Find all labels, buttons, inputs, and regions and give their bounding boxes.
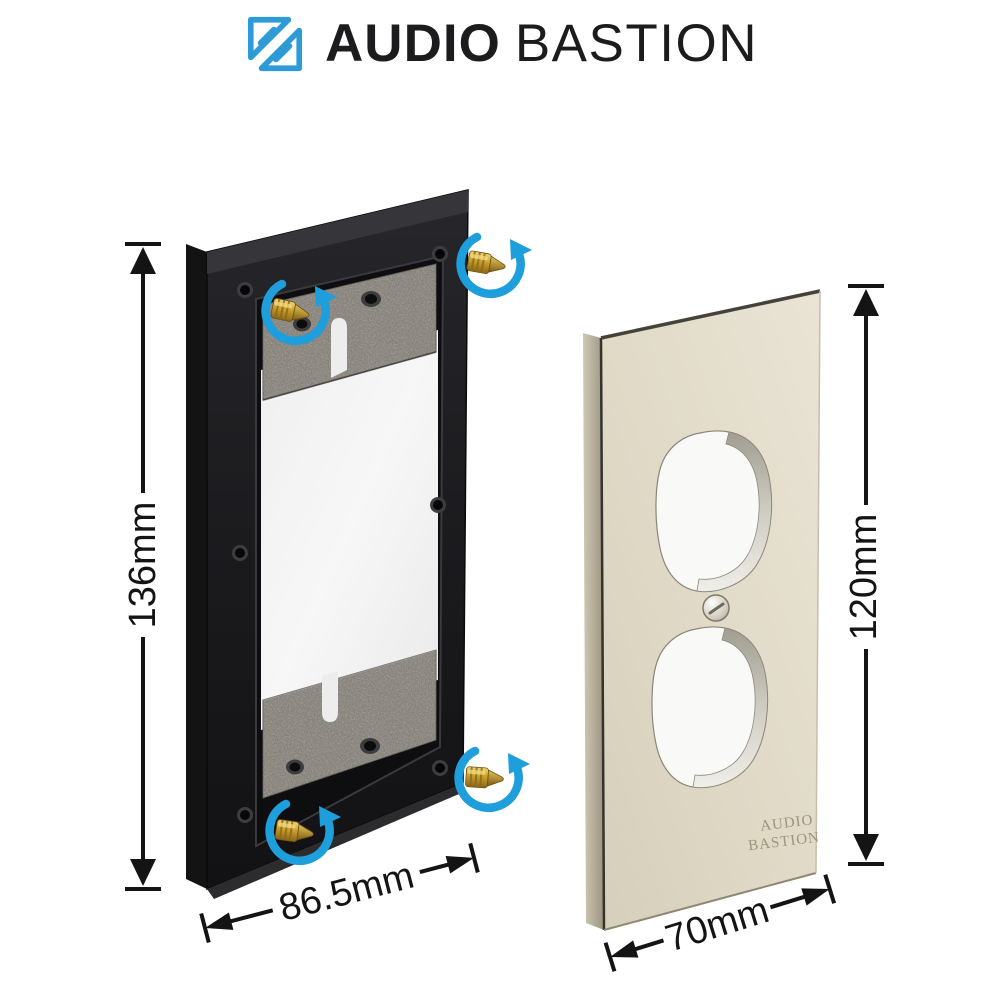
- brand-word-audio: AUDIO: [325, 13, 501, 73]
- frame-height-label: 136mm: [122, 502, 164, 629]
- screw-with-rotation-arrow-bottom-left: [265, 799, 341, 865]
- frame-width-label: 86.5mm: [275, 855, 418, 930]
- foam-screw-hole: [286, 759, 304, 775]
- cutout-nickel-bevel: [692, 627, 768, 788]
- duplex-cutout-bottom: [651, 626, 769, 789]
- black-plate-top-bevel: [207, 190, 468, 274]
- frame-rim-holes: [232, 246, 448, 823]
- champagne-duplex-plate: AUDIO BASTION: [583, 289, 821, 931]
- white-mounting-card: [261, 330, 438, 730]
- black-frame-plate: [186, 189, 469, 899]
- dimension-plate-height: 120mm: [843, 284, 885, 866]
- foam-pad-bottom: [262, 649, 437, 799]
- foam-pad-top: [262, 263, 437, 401]
- keystone-notch-top: [331, 318, 347, 378]
- screw-with-rotation-arrow-top-left: [261, 279, 337, 345]
- champagne-plate-bottom-edge: [603, 872, 817, 931]
- champagne-plate-left-edge-line: [599, 337, 606, 931]
- brass-screw-icon: [465, 766, 504, 789]
- keystone-notch-bottom: [322, 671, 338, 722]
- hatched-square-logo-icon: [247, 16, 303, 72]
- brand-word-bastion: BASTION: [514, 13, 758, 73]
- champagne-plate-side-face: [583, 333, 604, 930]
- foam-screw-hole: [293, 316, 311, 332]
- foam-screw-hole: [361, 291, 381, 307]
- plate-height-label: 120mm: [843, 514, 885, 641]
- duplex-cutout-top: [655, 430, 773, 593]
- center-screw: [702, 594, 730, 622]
- champagne-plate-right-edge: [815, 290, 821, 874]
- champagne-plate-top-edge: [600, 289, 821, 340]
- screw-with-rotation-arrow-top-right: [456, 232, 532, 298]
- rotation-arrowhead: [510, 239, 532, 260]
- brand-wordmark: AUDIO BASTION: [325, 13, 758, 74]
- dimension-frame-height: 136mm: [122, 242, 164, 891]
- cutout-nickel-bevel: [696, 431, 772, 592]
- rotation-arrow-icon: [454, 746, 523, 812]
- brass-screw-icon: [270, 298, 310, 322]
- black-plate-side-face: [186, 244, 207, 889]
- rotation-arrow-icon: [456, 232, 525, 298]
- engraving-line1: AUDIO: [759, 812, 814, 834]
- rotation-arrow-icon: [265, 799, 334, 865]
- screw-with-rotation-arrow-bottom-right: [454, 746, 530, 812]
- foam-screw-hole: [360, 738, 380, 754]
- black-plate-bottom-bevel: [207, 783, 466, 899]
- rotation-arrow-icon: [261, 279, 330, 345]
- rotation-arrowhead: [508, 753, 530, 774]
- rotation-arrowhead: [319, 806, 341, 827]
- brass-screw-icon: [466, 250, 506, 274]
- brass-screw-icon: [274, 819, 314, 843]
- brand-header: AUDIO BASTION: [0, 0, 1000, 86]
- rotation-arrowhead: [315, 286, 337, 307]
